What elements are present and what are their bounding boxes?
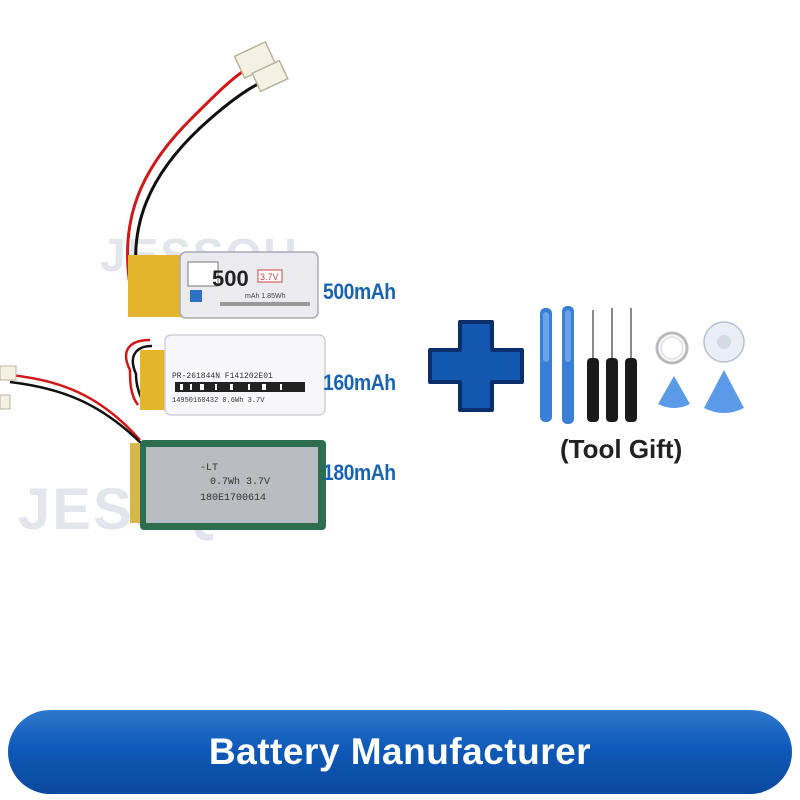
svg-text:mAh 1.85Wh: mAh 1.85Wh xyxy=(245,293,286,300)
tool-gift-caption: (Tool Gift) xyxy=(560,434,683,464)
connector-plug-icon xyxy=(233,40,289,93)
manufacturer-banner: Battery Manufacturer xyxy=(8,710,792,794)
svg-text:180E1700614: 180E1700614 xyxy=(200,493,266,504)
capacity-label-160: 160mAh xyxy=(323,370,396,395)
screwdriver-icon xyxy=(625,308,637,422)
pry-tool-icon xyxy=(540,308,552,422)
battery-180mah: -LT 0.7Wh 3.7V 180E1700614 xyxy=(130,440,326,530)
capacity-label-500: 500mAh xyxy=(323,279,396,304)
screwdriver-icon xyxy=(587,310,599,422)
svg-text:3.7V: 3.7V xyxy=(260,272,279,282)
banner-title: Battery Manufacturer xyxy=(208,731,592,772)
tool-kit-image xyxy=(540,306,745,424)
svg-text:0.7Wh 3.7V: 0.7Wh 3.7V xyxy=(210,476,270,488)
triangle-pick-icon xyxy=(658,376,690,408)
battery-product-image: 500 3.7V mAh 1.85Wh PR-261844N F141202E0… xyxy=(0,40,326,530)
screwdriver-icon xyxy=(606,308,618,422)
battery-500-print-big: 500 xyxy=(212,266,249,291)
svg-text:PR-261844N F141202E01: PR-261844N F141202E01 xyxy=(172,372,273,381)
battery-160mah: PR-261844N F141202E01 14950160432 0.6Wh … xyxy=(140,334,326,416)
battery-500mah: 500 3.7V mAh 1.85Wh xyxy=(128,251,319,319)
capacity-label-180: 180mAh xyxy=(323,460,396,485)
triangle-pick-icon xyxy=(704,370,744,413)
svg-text:14950160432 0.6Wh 3.7V: 14950160432 0.6Wh 3.7V xyxy=(172,397,265,405)
plus-icon xyxy=(428,320,524,412)
svg-text:-LT: -LT xyxy=(200,463,218,474)
key-ring-icon xyxy=(655,331,689,365)
spudger-icon xyxy=(562,306,574,424)
suction-cup-icon xyxy=(703,321,745,363)
